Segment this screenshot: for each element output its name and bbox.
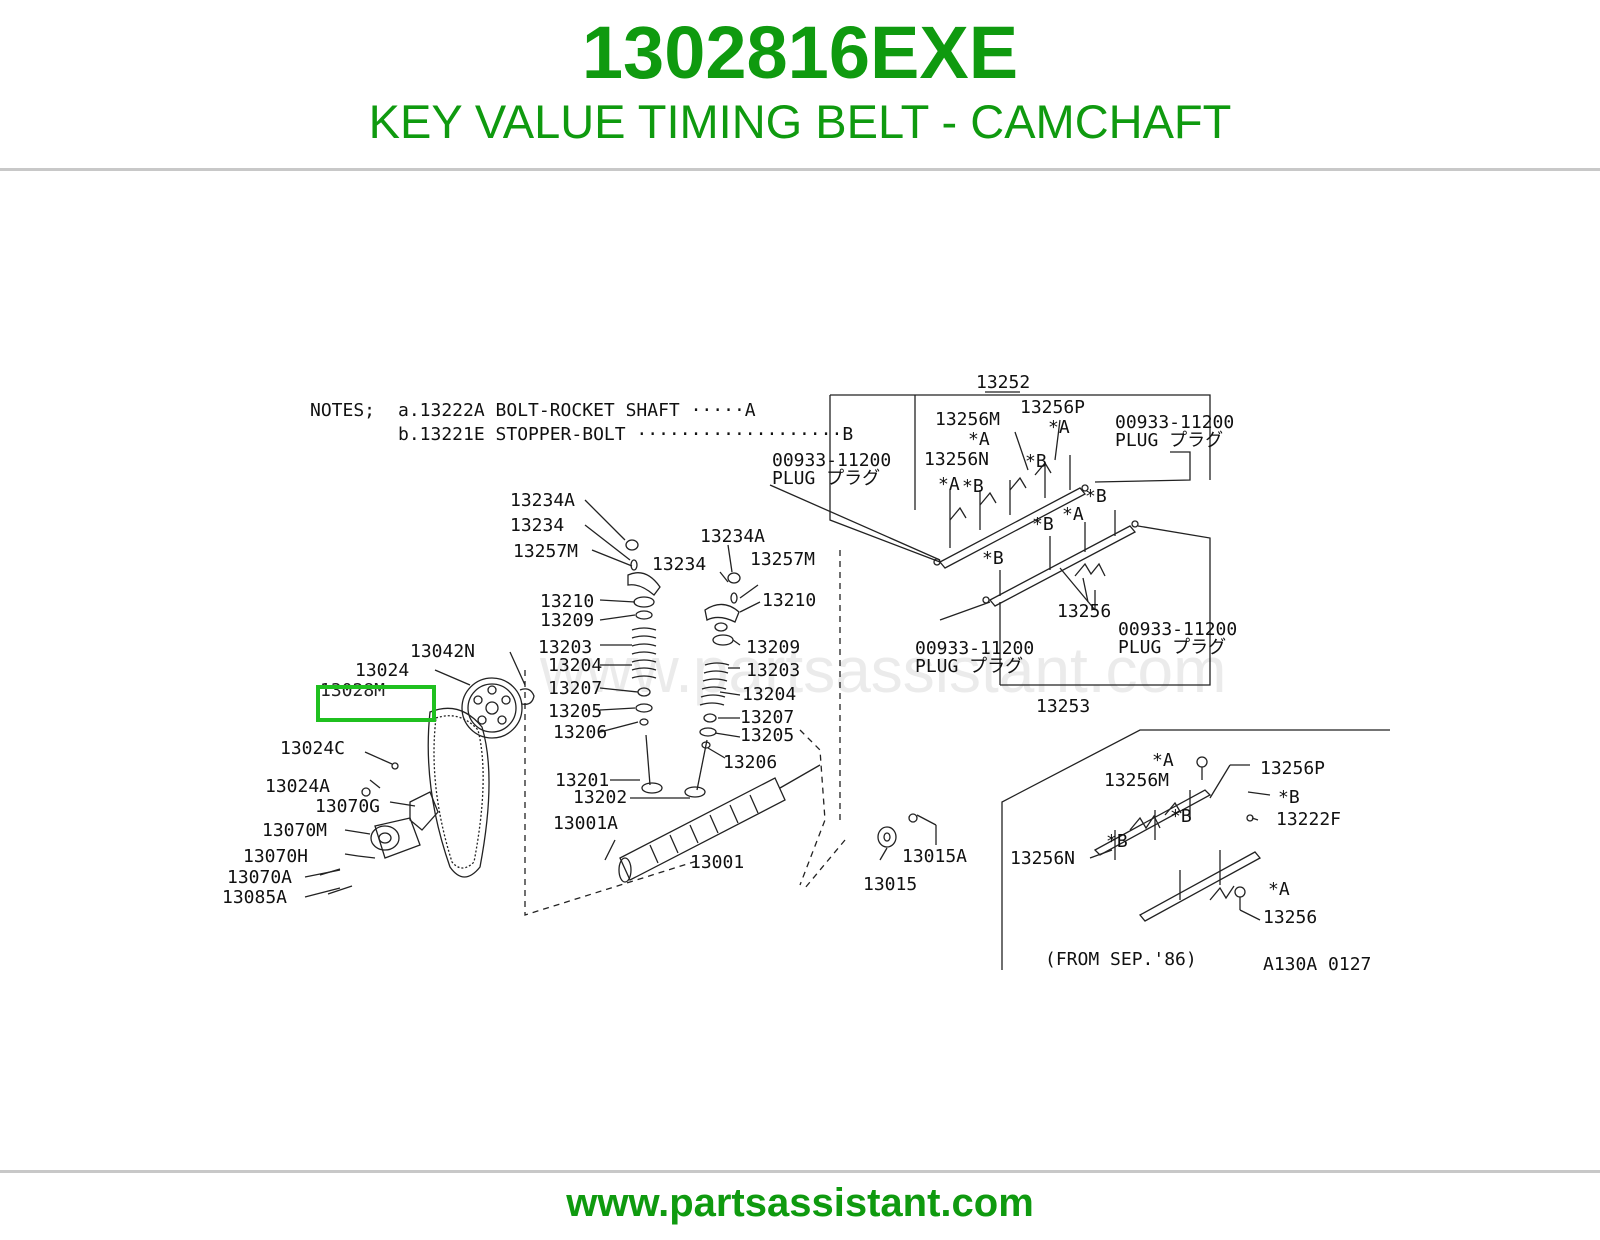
label-13085A: 13085A (222, 887, 287, 908)
label-inset-13256P: 13256P (1260, 758, 1325, 779)
label-13203-2: 13203 (746, 660, 800, 681)
label-13202: 13202 (573, 787, 627, 808)
label-13205-1: 13205 (548, 701, 602, 722)
label-13209-2: 13209 (746, 637, 800, 658)
label-plug-tl-name: PLUG プラグ (772, 468, 880, 489)
label-13234-1: 13234 (510, 515, 564, 536)
label-plug-tr: 00933-11200 (1115, 412, 1234, 433)
label-13070H: 13070H (243, 846, 308, 867)
marker-b-1: *B (1025, 451, 1047, 472)
label-13209-1: 13209 (540, 610, 594, 631)
label-ref-code: A130A 0127 (1263, 954, 1371, 975)
label-13256: 13256 (1057, 601, 1111, 622)
label-13207-1: 13207 (548, 678, 602, 699)
label-plug-tl: 00933-11200 (772, 450, 891, 471)
label-13257M-2: 13257M (750, 549, 815, 570)
exploded-parts-diagram: www.partsassistant.com NOTES; a.13222A B… (222, 372, 1390, 975)
marker-a-1: *A (968, 429, 990, 450)
label-plug-mr-name: PLUG プラグ (1118, 637, 1226, 658)
footer-url[interactable]: www.partsassistant.com (566, 1181, 1034, 1225)
watermark: www.partsassistant.com (539, 634, 1226, 706)
label-13205-2: 13205 (740, 725, 794, 746)
label-13070G: 13070G (315, 796, 380, 817)
page-header: 1302816EXE KEY VALUE TIMING BELT - CAMCH… (0, 0, 1600, 168)
label-13042N: 13042N (410, 641, 475, 662)
label-inset-13222F: 13222F (1276, 809, 1341, 830)
line-work (304, 391, 1390, 970)
label-13210-1: 13210 (540, 591, 594, 612)
note-b: b.13221E STOPPER-BOLT ··················… (398, 424, 853, 445)
label-13015A: 13015A (902, 846, 967, 867)
label-13024C: 13024C (280, 738, 345, 759)
marker-a-4: *A (1062, 504, 1084, 525)
marker-a-3: *A (938, 474, 960, 495)
label-13070M: 13070M (262, 820, 327, 841)
inset-marker-a-1: *A (1152, 750, 1174, 771)
highlight-box-13028M[interactable] (316, 685, 436, 722)
label-inset-13256M: 13256M (1104, 770, 1169, 791)
label-plug-tr-name: PLUG プラグ (1115, 430, 1223, 451)
label-plug-mid: 00933-11200 (915, 638, 1034, 659)
inset-marker-b-1: *B (1278, 787, 1300, 808)
marker-b-4: *B (1032, 514, 1054, 535)
label-13253: 13253 (1036, 696, 1090, 717)
label-13234A-1: 13234A (510, 490, 575, 511)
label-13256P: 13256P (1020, 397, 1085, 418)
label-13024: 13024 (355, 660, 409, 681)
part-description: KEY VALUE TIMING BELT - CAMCHAFT (368, 95, 1232, 148)
label-13204-2: 13204 (742, 684, 796, 705)
label-13234A-2: 13234A (700, 526, 765, 547)
label-13257M-1: 13257M (513, 541, 578, 562)
header-divider (0, 168, 1600, 171)
label-13001: 13001 (690, 852, 744, 873)
inset-marker-b-2: *B (1170, 806, 1192, 827)
footer-divider (0, 1170, 1600, 1173)
inset-marker-a-2: *A (1268, 879, 1290, 900)
marker-b-3: *B (1085, 486, 1107, 507)
label-inset-13256: 13256 (1263, 907, 1317, 928)
label-13201: 13201 (555, 770, 609, 791)
label-13210-2: 13210 (762, 590, 816, 611)
note-a: a.13222A BOLT-ROCKET SHAFT ·····A (398, 400, 756, 421)
label-13256N: 13256N (924, 449, 989, 470)
label-13015: 13015 (863, 874, 917, 895)
inset-marker-b-3: *B (1106, 831, 1128, 852)
part-number: 1302816EXE (581, 11, 1019, 94)
label-13206-2: 13206 (723, 752, 777, 773)
label-13234-2: 13234 (652, 554, 706, 575)
marker-b-2: *B (962, 476, 984, 497)
label-13070A: 13070A (227, 867, 292, 888)
label-plug-mid-name: PLUG プラグ (915, 656, 1023, 677)
label-13204-1: 13204 (548, 655, 602, 676)
label-13024A: 13024A (265, 776, 330, 797)
marker-a-2: *A (1048, 417, 1070, 438)
label-13207-2: 13207 (740, 707, 794, 728)
label-inset-from: (FROM SEP.'86) (1045, 949, 1197, 970)
label-13252: 13252 (976, 372, 1030, 393)
label-13203-1: 13203 (538, 637, 592, 658)
label-13001A: 13001A (553, 813, 618, 834)
notes-prefix: NOTES; (310, 400, 375, 421)
label-13206-1: 13206 (553, 722, 607, 743)
marker-b-5: *B (982, 548, 1004, 569)
label-plug-mr: 00933-11200 (1118, 619, 1237, 640)
label-inset-13256N: 13256N (1010, 848, 1075, 869)
label-13256M: 13256M (935, 409, 1000, 430)
